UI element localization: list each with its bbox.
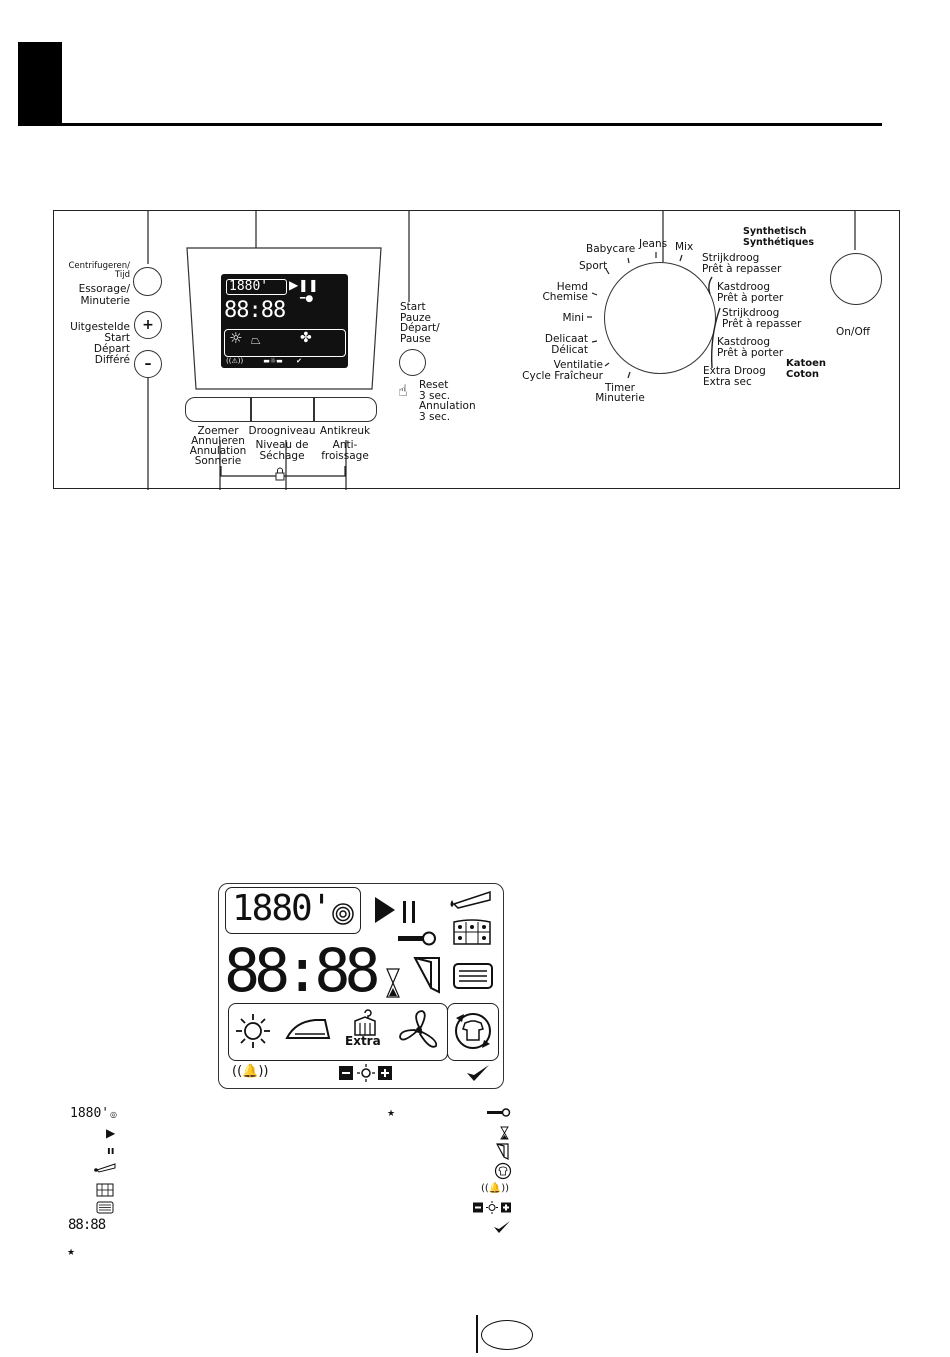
legend-door-icon (495, 1143, 509, 1160)
large-lcd-iron-icon (285, 1019, 331, 1039)
large-lcd-bell-icon: ((🔔)) (232, 1064, 269, 1079)
legend-check-icon (494, 1221, 510, 1233)
language-badge (481, 1320, 533, 1350)
small-lcd-bottom-icons: ((⚠)) ▬☼▬ ✔ (226, 357, 302, 365)
large-lcd-check-icon (467, 1065, 489, 1081)
dial-cotton-title: Katoen Coton (786, 358, 827, 380)
spin-time-button[interactable] (133, 267, 162, 296)
large-lcd-hanger-icon (354, 1009, 376, 1036)
legend-key-icon (487, 1108, 511, 1117)
small-lcd-playpause-icon: ▶❚❚ (289, 278, 319, 292)
large-lcd-refresh-box (447, 1003, 499, 1061)
legend-level-icon (473, 1201, 511, 1214)
dial-jeans: Jeans (639, 238, 668, 250)
legend-star-note: ★ (67, 1248, 76, 1258)
legend-star: ★ (387, 1109, 396, 1119)
header-rule (18, 123, 882, 126)
legend-bell-icon: ((🔔)) (481, 1183, 510, 1194)
spin-time-label: Centrifugeren/ Tijd (68, 261, 130, 280)
dial-cot-kast: Kastdroog Prêt à porter (717, 336, 784, 359)
small-lcd-key-icon: ━● (300, 294, 314, 304)
large-lcd-clock: 88:88 (224, 936, 381, 1006)
large-lcd-level-icon (339, 1064, 392, 1082)
dry-level-label: Droogniveau Niveau de Séchage (248, 425, 316, 462)
legend-play-icon: ▶ (106, 1126, 116, 1140)
onoff-label: On/Off (836, 326, 870, 338)
callout-lines (147, 210, 856, 490)
legend-filter-icon (96, 1201, 114, 1214)
small-lcd-digits: 1880' (226, 279, 288, 295)
large-lcd-sun-icon (236, 1014, 270, 1048)
dial-ticks (587, 252, 721, 379)
legend-clock: 88:88 (68, 1217, 106, 1233)
hand-press-icon: ☝ (398, 381, 408, 400)
legend-refresh-icon (494, 1162, 512, 1180)
anticrease-button[interactable] (314, 397, 377, 422)
dial-hemd: Hemd Chemise (542, 281, 588, 303)
footer-divider (476, 1315, 478, 1353)
buzzer-button[interactable] (185, 397, 251, 422)
plus-button[interactable]: + (134, 311, 162, 339)
large-lcd-refresh-icon (455, 1013, 491, 1049)
large-lcd-hourglass-icon (386, 968, 400, 998)
large-lcd-extra-label: Extra (345, 1034, 381, 1048)
dial-timer: Timer Minuterie (595, 382, 645, 404)
dial-cot-extra: Extra Droog Extra sec (703, 365, 766, 388)
anticrease-label: Antikreuk Anti- froissage (319, 425, 371, 462)
large-lcd-filter-icon (453, 963, 493, 989)
small-lcd-clock: 88:88 (224, 298, 286, 323)
onoff-button[interactable] (830, 253, 882, 305)
header-black-block (18, 42, 62, 124)
buzzer-label: Zoemer Annuleren Annulation Sonnerie (189, 425, 247, 467)
large-lcd-spin-icon (332, 903, 354, 925)
dial-syn-kast: Kastdroog Prêt à porter (717, 281, 784, 304)
dial-delicaat: Delicaat Délicat (544, 333, 588, 356)
control-panel (53, 210, 900, 489)
delay-start-label: Uitgestelde Start Départ Différé (70, 321, 130, 366)
dial-mini: Mini (562, 312, 584, 324)
start-pause-button[interactable] (399, 349, 426, 376)
start-pause-label: Start Pauze Départ/ Pause (400, 301, 440, 345)
minus-button[interactable]: – (134, 350, 162, 378)
small-lcd-fan-icon: ✤ (300, 330, 312, 346)
dial-mix: Mix (675, 241, 694, 253)
legend-digits: 1880' (70, 1106, 110, 1121)
large-lcd-key-icon (398, 931, 436, 946)
legend-hourglass-icon (500, 1126, 509, 1140)
small-lcd-sun-icon: ☼ (229, 329, 243, 347)
dial-babycare: Babycare (586, 243, 636, 255)
dial-syn-strijk: Strijkdroog Prêt à repasser (702, 252, 782, 275)
legend-spin-icon: ◎ (110, 1110, 117, 1119)
minus-label: – (144, 356, 152, 372)
large-lcd-grid-icon (453, 919, 491, 945)
large-lcd-dose-icon (450, 890, 491, 909)
dial-sport: Sport (579, 260, 608, 272)
spin-time-label-fr: Essorage/ Minuterie (78, 283, 130, 307)
large-lcd-digit-box (225, 887, 361, 934)
large-lcd-play-pause-icon (375, 897, 415, 923)
dial-cot-strijk: Strijkdroog Prêt à repasser (722, 307, 802, 330)
plus-label: + (142, 317, 154, 333)
dial-synthetic-title: Synthetisch Synthétiques (743, 226, 815, 248)
small-lcd-program-row (224, 329, 346, 357)
reset-label: Reset 3 sec. Annulation 3 sec. (419, 379, 476, 423)
legend-dose-icon (94, 1163, 116, 1173)
program-dial[interactable] (604, 262, 716, 374)
large-lcd-digits: 1880' (232, 888, 332, 929)
legend-pause-icon: ıı (107, 1144, 115, 1157)
large-lcd-fan-icon (399, 1010, 438, 1048)
small-lcd (221, 274, 348, 368)
legend-grid-icon (96, 1183, 114, 1197)
dry-level-button[interactable] (251, 397, 314, 422)
large-lcd-door-icon (413, 957, 440, 994)
small-lcd-iron-icon: ⏢ (251, 333, 261, 347)
dial-ventilatie: Ventilatie Cycle Fraîcheur (522, 359, 603, 382)
